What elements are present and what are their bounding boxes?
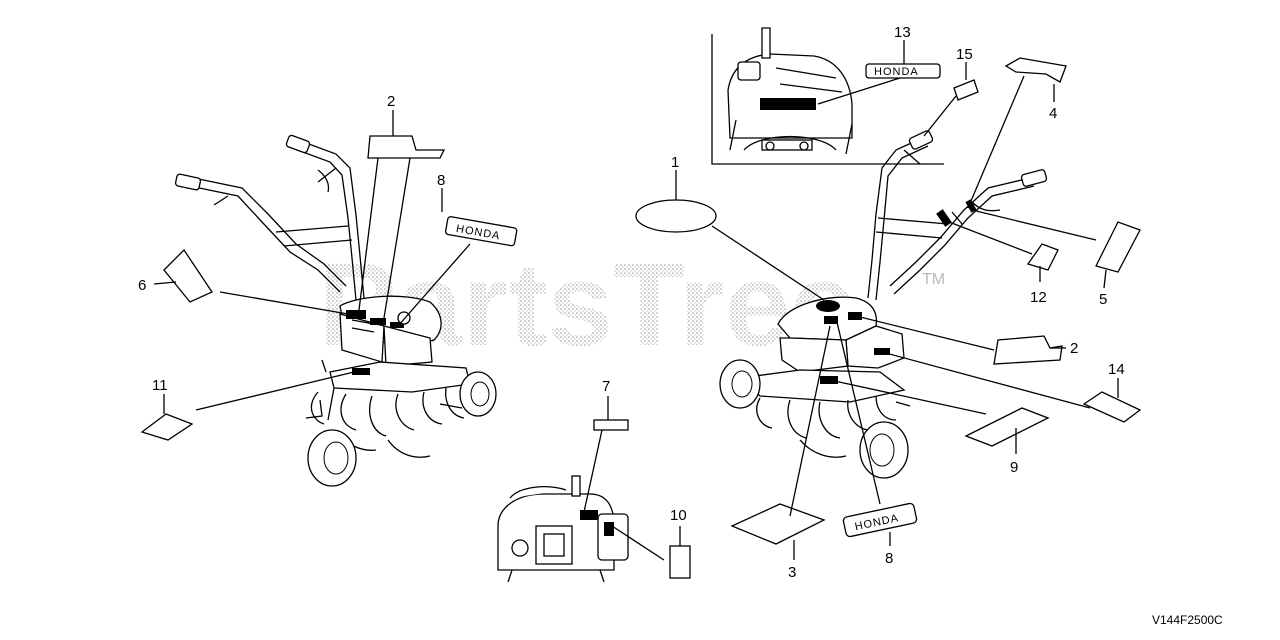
inset-engine-detail: [711, 27, 944, 165]
callout-12: 12: [1030, 289, 1047, 306]
callout-1: 1: [671, 154, 679, 171]
callout-8-right: 8: [885, 550, 893, 567]
label-1: [635, 199, 717, 233]
callout-8-left: 8: [437, 172, 445, 189]
honda-emblem-13: HONDA: [865, 63, 941, 79]
diagram-code: V144F2500C: [1152, 613, 1223, 627]
label-15: [953, 79, 979, 101]
callout-3: 3: [788, 564, 796, 581]
callout-4: 4: [1049, 105, 1057, 122]
honda-emblem-left: HONDA: [444, 216, 518, 247]
callout-13: 13: [894, 24, 911, 41]
callout-2-right: 2: [1070, 340, 1078, 357]
callout-numbers: 2 8 6 11 7 10 1 13 15 4 12 5 2 14 9 3 8: [138, 24, 1125, 581]
callout-7: 7: [602, 378, 610, 395]
label-3: [730, 503, 826, 545]
watermark-trademark: TM: [922, 271, 945, 288]
label-2-left: [367, 135, 446, 159]
callout-15: 15: [956, 46, 973, 63]
honda-emblem-right: HONDA: [842, 502, 918, 538]
callout-6: 6: [138, 277, 146, 294]
label-5: [1095, 221, 1141, 273]
honda-emblem-text: HONDA: [874, 66, 919, 78]
callout-14: 14: [1108, 361, 1125, 378]
callout-10: 10: [670, 507, 687, 524]
callout-11: 11: [152, 377, 168, 394]
label-14: [1082, 391, 1142, 423]
label-7: [593, 419, 629, 431]
left-tiller-illustration: [174, 134, 497, 487]
label-4: [1004, 57, 1067, 83]
label-11: [140, 413, 194, 441]
label-12: [1026, 243, 1059, 271]
part-labels: HONDA HONDA HO: [140, 57, 1142, 579]
callout-2-left: 2: [387, 93, 395, 110]
label-6: [163, 248, 213, 303]
label-9: [964, 407, 1050, 447]
label-2-right: [993, 335, 1063, 365]
callout-5: 5: [1099, 291, 1107, 308]
label-10: [669, 545, 691, 579]
leader-lines: [153, 40, 1119, 561]
engine-detail: [497, 475, 629, 583]
callout-9: 9: [1010, 459, 1018, 476]
